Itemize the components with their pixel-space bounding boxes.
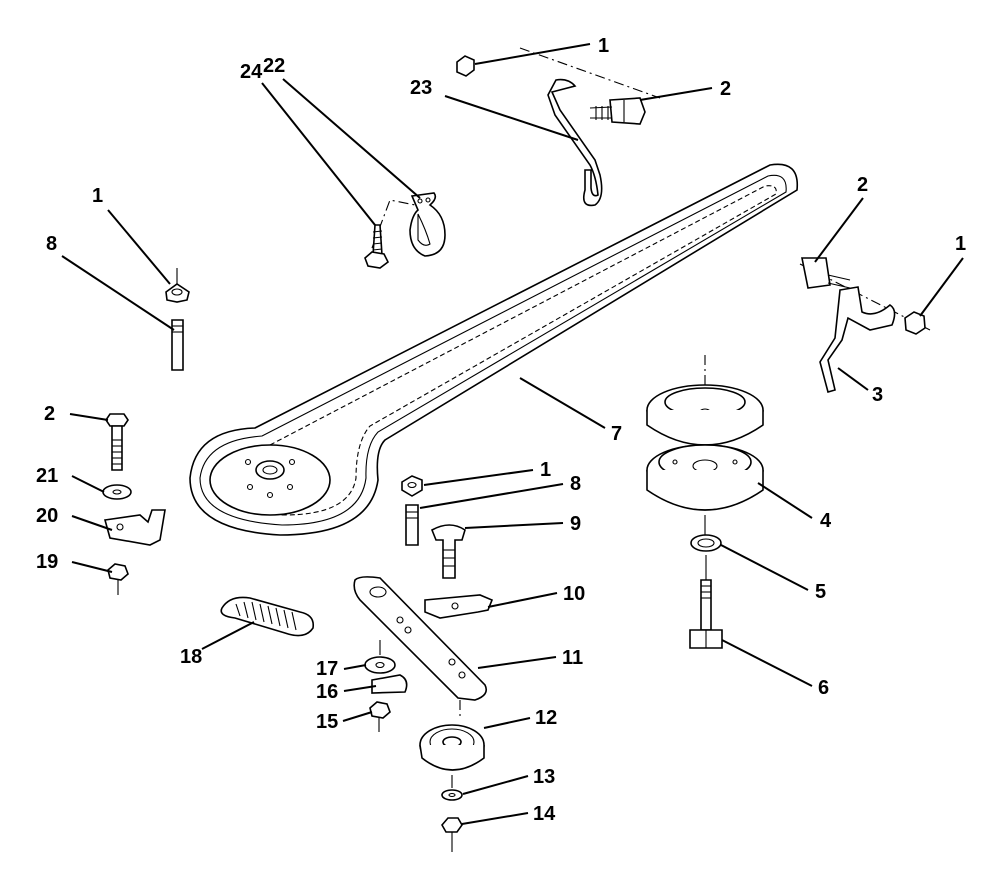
callout-21: 21 <box>36 465 58 487</box>
callout-16: 16 <box>316 681 338 703</box>
callout-2a: 2 <box>720 78 731 100</box>
idler-arm <box>353 576 488 701</box>
belt-guide-top <box>456 47 661 207</box>
tension-spring <box>220 596 315 637</box>
callout-1a: 1 <box>598 35 609 57</box>
belt-guide-right <box>799 257 931 393</box>
idler-pulley-12 <box>419 700 485 771</box>
callout-8b: 8 <box>570 473 581 495</box>
callout-12: 12 <box>535 707 557 729</box>
callout-24: 24 <box>240 61 263 83</box>
callout-9: 9 <box>570 513 581 535</box>
callout-13: 13 <box>533 766 555 788</box>
callout-2c: 2 <box>44 403 55 425</box>
callout-5: 5 <box>815 581 826 603</box>
callout-11: 11 <box>562 647 583 669</box>
callout-1c: 1 <box>955 233 966 255</box>
callout-labels: 1 2 23 24 22 1 8 2 1 3 7 2 21 20 19 1 8 … <box>36 35 966 825</box>
belt-guide-22 <box>364 192 446 269</box>
leader-lines <box>61 43 964 825</box>
callout-1d: 1 <box>540 459 551 481</box>
left-bracket-assembly <box>102 413 166 595</box>
callout-23: 23 <box>410 77 432 99</box>
idler-bracket-10 <box>424 594 494 619</box>
left-stud-assembly <box>165 268 190 371</box>
callout-22: 22 <box>263 55 285 77</box>
callout-10: 10 <box>563 583 585 605</box>
pulley-fasteners <box>441 775 463 852</box>
callout-4: 4 <box>820 510 832 532</box>
idler-pulley-assembly <box>646 355 764 535</box>
engine-pulley <box>209 444 331 516</box>
callout-20: 20 <box>36 505 58 527</box>
callout-3: 3 <box>872 384 883 406</box>
callout-15: 15 <box>316 711 338 733</box>
lock-washer <box>690 534 722 552</box>
center-fasteners <box>401 475 466 579</box>
callout-8a: 8 <box>46 233 57 255</box>
callout-6: 6 <box>818 677 829 699</box>
callout-14: 14 <box>533 803 556 825</box>
callout-17: 17 <box>316 658 338 680</box>
arm-fasteners <box>364 640 408 732</box>
callout-19: 19 <box>36 551 58 573</box>
callout-18: 18 <box>180 646 202 668</box>
callout-7: 7 <box>611 423 622 445</box>
callout-1b: 1 <box>92 185 103 207</box>
callout-2b: 2 <box>857 174 868 196</box>
pulley-bolt <box>689 555 723 649</box>
